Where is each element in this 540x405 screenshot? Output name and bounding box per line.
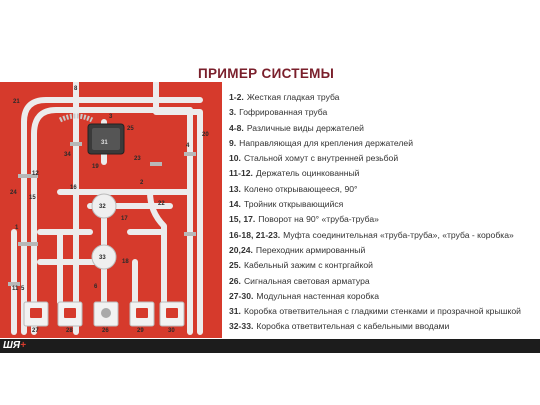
board-label: 33 — [99, 255, 106, 261]
legend-item-text: Стальной хомут с внутренней резьбой — [243, 153, 399, 164]
legend-item-number: 32-33. — [229, 321, 254, 332]
board-label: 31 — [101, 140, 108, 146]
legend-item-text: Кабельный зажим с контргайкой — [243, 260, 373, 271]
board-label: 24 — [10, 190, 17, 196]
board-label: 34 — [64, 152, 71, 158]
legend-item-number: 4-8. — [229, 122, 244, 133]
legend-item-text: Переходник армированный — [255, 244, 366, 255]
pipe-diagram: 21 8 3 25 20 31 34 23 12 19 16 4 2 15 22… — [8, 82, 209, 335]
legend-item: 11-12.Держатель оцинкованный — [229, 166, 534, 181]
legend-item: 20,24.Переходник армированный — [229, 243, 534, 258]
legend-item-number: 11-12. — [229, 168, 253, 179]
board-label: 27 — [32, 328, 39, 334]
logo-text: ШЯ — [3, 340, 21, 351]
board-label: 16 — [70, 185, 77, 191]
logo-mark: + — [20, 340, 26, 351]
board-label: 17 — [121, 216, 128, 222]
legend-item-number: 25. — [229, 260, 241, 271]
legend-item-number: 26. — [229, 275, 241, 286]
board-label: 18 — [122, 259, 129, 265]
legend-item: 14.Тройник открывающийся — [229, 197, 534, 212]
board-label: 1 — [15, 225, 19, 231]
board-label: 2 — [140, 180, 144, 186]
footer-bar — [0, 339, 540, 353]
legend-item-text: Поворот на 90° «труба-труба» — [258, 214, 379, 225]
legend-item-text: Гофрированная труба — [239, 107, 328, 118]
board-label: 20 — [202, 132, 209, 138]
board-label: 11 — [12, 286, 19, 292]
board-label: 23 — [134, 156, 141, 162]
legend-item: 4-8.Различные виды держателей — [229, 121, 534, 136]
legend-item-number: 14. — [229, 199, 241, 210]
board-label: 26 — [102, 328, 109, 334]
legend-item: 3.Гофрированная труба — [229, 105, 534, 120]
legend-item-text: Различные виды держателей — [246, 122, 364, 133]
legend-item-text: Тройник открывающийся — [243, 199, 344, 210]
board-label: 25 — [127, 126, 134, 132]
board-label: 22 — [158, 201, 165, 207]
legend-item-number: 16-18, 21-23. — [229, 229, 281, 240]
legend-item-text: Направляющая для крепления держателей — [239, 137, 414, 148]
page-title: ПРИМЕР СИСТЕМЫ — [198, 66, 335, 81]
legend-item-text: Коробка ответвительная с кабельными ввод… — [256, 321, 450, 332]
legend-item-text: Колено открывающееся, 90° — [243, 183, 358, 194]
board-label: 30 — [168, 328, 175, 334]
legend-item-number: 10. — [229, 153, 241, 164]
board-label: 32 — [99, 204, 106, 210]
board-label: 8 — [74, 86, 78, 92]
legend-item: 31.Коробка ответвительная с гладкими сте… — [229, 304, 534, 319]
system-board-image: 21 8 3 25 20 31 34 23 12 19 16 4 2 15 22… — [0, 82, 222, 338]
legend-item: 13.Колено открывающееся, 90° — [229, 182, 534, 197]
board-label: 5 — [21, 286, 25, 292]
board-label: 3 — [109, 114, 113, 120]
legend-item: 10.Стальной хомут с внутренней резьбой — [229, 151, 534, 166]
board-label: 19 — [92, 164, 99, 170]
legend-item: 9.Направляющая для крепления держателей — [229, 136, 534, 151]
board-label: 28 — [66, 328, 73, 334]
legend-item-number: 27-30. — [229, 290, 254, 301]
legend-item-number: 3. — [229, 107, 237, 118]
legend-item: 1-2.Жесткая гладкая труба — [229, 90, 534, 105]
legend-item-number: 1-2. — [229, 92, 244, 102]
legend-item-text: Муфта соединительная «труба-труба», «тру… — [283, 229, 514, 240]
legend-item: 32-33.Коробка ответвительная с кабельным… — [229, 319, 534, 334]
legend-item-number: 31. — [229, 306, 241, 317]
legend-item: 15, 17.Поворот на 90° «труба-труба» — [229, 212, 534, 227]
legend-item-text: Модульная настенная коробка — [256, 290, 379, 301]
legend-item-number: 20,24. — [229, 244, 253, 255]
brand-logo: ШЯ+ — [3, 338, 26, 354]
board-label: 6 — [94, 284, 98, 290]
legend-item-text: Держатель оцинкованный — [255, 168, 360, 179]
board-label: 4 — [186, 143, 190, 149]
board-label: 12 — [32, 171, 39, 177]
legend-item-number: 13. — [229, 183, 241, 194]
legend-item-number: 15, 17. — [229, 214, 256, 225]
board-label: 21 — [13, 99, 20, 105]
legend-item-text: Сигнальная световая арматура — [243, 275, 370, 286]
legend-item: 26.Сигнальная световая арматура — [229, 274, 534, 289]
legend-item: 27-30.Модульная настенная коробка — [229, 289, 534, 304]
legend-item-text: Коробка ответвительная с гладкими стенка… — [243, 306, 521, 317]
legend-item-text: Жесткая гладкая труба — [246, 92, 340, 102]
legend-item: 16-18, 21-23.Муфта соединительная «труба… — [229, 228, 534, 243]
legend-item: 25.Кабельный зажим с контргайкой — [229, 258, 534, 273]
legend-item-number: 9. — [229, 137, 237, 148]
board-label: 15 — [29, 195, 36, 201]
board-label: 29 — [137, 328, 144, 334]
